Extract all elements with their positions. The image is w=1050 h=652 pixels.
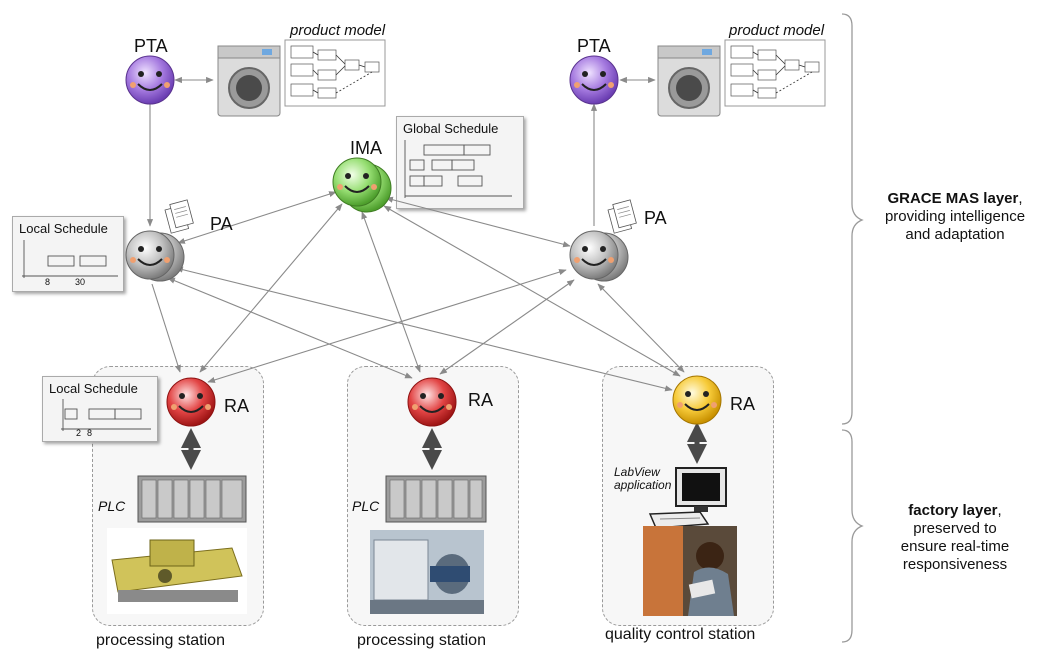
ra-3-label: RA <box>730 394 756 414</box>
link-pal-ra-2 <box>167 277 413 379</box>
machine-photo-2 <box>370 530 484 614</box>
local-schedule-ra-card: Local Schedule 2 8 <box>42 376 158 442</box>
link-par-ra-3 <box>597 283 685 373</box>
mas-layer-line3: and adaptation <box>905 226 1005 243</box>
ra-2-label: RA <box>468 390 494 410</box>
station-1-label: processing station <box>96 632 225 649</box>
pa-left-label: PA <box>210 214 233 234</box>
local-schedule-ra-title: Local Schedule <box>49 381 138 396</box>
global-schedule-chart <box>404 140 512 198</box>
factory-layer-text: factory layer, preserved to ensure real-… <box>860 502 1050 574</box>
labview-line1: LabView <box>614 465 660 479</box>
pta-right-label: PTA <box>577 36 611 56</box>
washing-machine-right-icon <box>657 45 721 117</box>
factory-layer-brace <box>841 429 864 643</box>
station-3-label: quality control station <box>605 626 756 643</box>
mas-layer-brace <box>841 13 864 425</box>
factory-layer-line4: responsiveness <box>902 556 1008 573</box>
link-par-ra-1 <box>207 269 567 383</box>
computer-workstation-icon <box>648 467 727 529</box>
ra-1-smiley-icon[interactable] <box>166 377 216 427</box>
ra-tick-8: 8 <box>87 428 93 438</box>
machine-photo-1 <box>107 528 247 614</box>
plc-2-label: PLC <box>352 498 380 514</box>
mas-layer-text: GRACE MAS layer, providing intelligence … <box>860 190 1050 244</box>
link-par-ra-2 <box>439 279 575 375</box>
ima-smiley-icon[interactable] <box>332 157 392 213</box>
ra-tick-2: 2 <box>76 428 82 438</box>
factory-layer-comma: , <box>997 502 1002 519</box>
plc-rack-1-icon <box>137 475 247 523</box>
pa-right-label: PA <box>644 208 667 228</box>
station-2-label: processing station <box>357 632 486 649</box>
mas-layer-title: GRACE MAS layer <box>887 190 1019 207</box>
pta-left-label: PTA <box>134 36 168 56</box>
washing-machine-left-icon <box>217 45 281 117</box>
link-pal-ra-1 <box>151 283 181 373</box>
link-ima-pa-left <box>177 191 337 244</box>
mas-layer-comma: , <box>1018 190 1023 207</box>
product-model-left-diagram <box>284 39 386 107</box>
ima-label: IMA <box>350 138 383 158</box>
plc-1-label: PLC <box>98 498 126 514</box>
factory-layer-line2: preserved to <box>913 520 997 537</box>
link-ima-pa-right <box>385 196 571 248</box>
mas-layer-line2: providing intelligence <box>884 208 1026 225</box>
ra-2-smiley-icon[interactable] <box>407 377 457 427</box>
product-model-right-title: product model <box>729 22 825 39</box>
link-ima-ra-3 <box>383 205 681 377</box>
technician-photo-3 <box>643 526 737 616</box>
labview-label: LabView application <box>614 466 671 492</box>
pa-right-smiley-icon[interactable] <box>569 199 637 282</box>
pta-left-smiley-icon[interactable] <box>125 55 175 105</box>
local-schedule-pa-chart <box>22 240 118 278</box>
link-ima-ra-2 <box>361 211 421 373</box>
factory-layer-title: factory layer <box>908 502 998 519</box>
ra-3-smiley-icon[interactable] <box>672 375 722 425</box>
product-model-left-title: product model <box>290 22 386 39</box>
product-model-right-diagram <box>724 39 826 107</box>
plc-rack-2-icon <box>385 475 487 523</box>
factory-layer-line3: ensure real-time <box>900 538 1010 555</box>
labview-line2: application <box>614 478 672 492</box>
pta-right-smiley-icon[interactable] <box>569 55 619 105</box>
pa-left-smiley-icon[interactable] <box>125 199 194 282</box>
ra-1-label: RA <box>224 396 250 416</box>
